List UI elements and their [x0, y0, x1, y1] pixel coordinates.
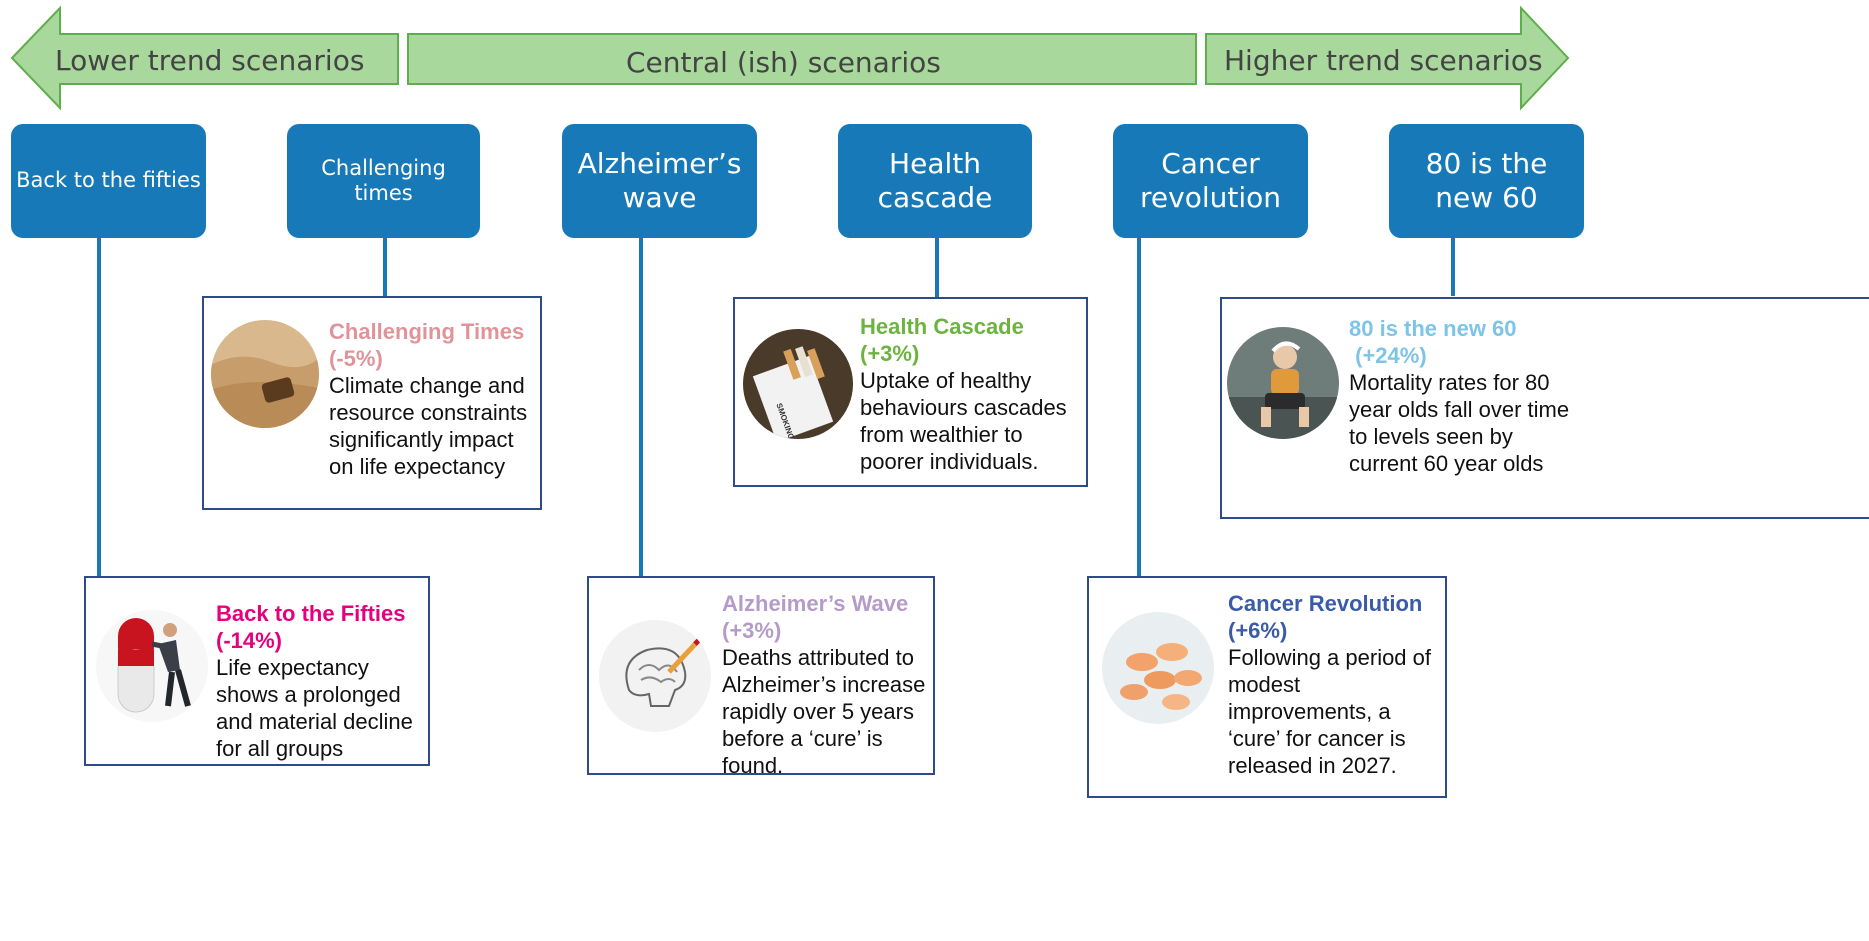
card-health-cascade: SMOKING KILLS Health Cascade (+3%) Uptak… [733, 297, 1088, 487]
connector-cancer [1137, 236, 1141, 576]
card-alzheimers-desc: Deaths attributed to Alzheimer’s increas… [722, 645, 926, 778]
card-eighty-title: 80 is the new 60 [1349, 316, 1517, 341]
card-health-title: Health Cascade [860, 314, 1024, 339]
card-cancer-desc: Following a period of modest improvement… [1228, 645, 1432, 778]
connector-alzheimers [639, 236, 643, 576]
card-alzheimers-pct: (+3%) [722, 618, 782, 643]
central-scenarios-band [407, 33, 1197, 85]
node-health-cascade: Health cascade [838, 124, 1032, 238]
card-health-text: Health Cascade (+3%) Uptake of healthy b… [860, 313, 1075, 475]
cigarette-pack-image: SMOKING KILLS [743, 329, 853, 439]
card-alzheimers-title: Alzheimer’s Wave [722, 591, 909, 616]
node-eighty-is-new-sixty: 80 is the new 60 [1389, 124, 1584, 238]
connector-health [935, 236, 939, 298]
card-challenging-desc: Climate change and resource constraints … [329, 373, 528, 479]
desert-pipe-image [211, 320, 319, 428]
higher-trend-label: Higher trend scenarios [1224, 44, 1543, 77]
connector-challenging [383, 236, 387, 296]
node-cancer-revolution: Cancer revolution [1113, 124, 1308, 238]
card-eighty-pct: (+24%) [1349, 343, 1427, 368]
card-health-pct: (+3%) [860, 341, 920, 366]
card-eighty-text: 80 is the new 60 (+24%) Mortality rates … [1349, 315, 1579, 477]
card-challenging-times: Challenging Times (-5%) Climate change a… [202, 296, 542, 510]
card-challenging-pct: (-5%) [329, 346, 383, 371]
card-alzheimers-text: Alzheimer’s Wave (+3%) Deaths attributed… [722, 590, 927, 779]
card-back-to-the-fifties: Back to the Fifties (-14%) Life expectan… [84, 576, 430, 766]
lower-trend-arrow [10, 5, 399, 111]
card-cancer-pct: (+6%) [1228, 618, 1288, 643]
lower-trend-label: Lower trend scenarios [55, 44, 365, 77]
elderly-runner-image [1227, 327, 1339, 439]
brain-sketch-image [599, 620, 711, 732]
scenario-arrows [10, 5, 1570, 111]
card-challenging-text: Challenging Times (-5%) Climate change a… [329, 318, 529, 480]
node-challenging-times: Challenging times [287, 124, 480, 238]
card-alzheimers-wave: Alzheimer’s Wave (+3%) Deaths attributed… [587, 576, 935, 778]
connector-eighty [1451, 236, 1455, 296]
node-back-to-the-fifties: Back to the fifties [11, 124, 206, 238]
card-challenging-title: Challenging Times [329, 319, 525, 344]
card-health-desc: Uptake of healthy behaviours cascades fr… [860, 368, 1067, 474]
card-eighty-is-new-sixty: 80 is the new 60 (+24%) Mortality rates … [1220, 297, 1869, 519]
card-cancer-title: Cancer Revolution [1228, 591, 1423, 616]
card-cancer-revolution: Cancer Revolution (+6%) Following a peri… [1087, 576, 1447, 798]
card-eighty-desc: Mortality rates for 80 year olds fall ov… [1349, 370, 1570, 476]
node-alzheimers-wave: Alzheimer’s wave [562, 124, 757, 238]
card-fifties-pct: (-14%) [216, 628, 283, 653]
card-cancer-text: Cancer Revolution (+6%) Following a peri… [1228, 590, 1443, 779]
card-fifties-text: Back to the Fifties (-14%) Life expectan… [216, 600, 426, 762]
pills-image [1102, 612, 1214, 724]
man-pushing-pill-image [96, 610, 208, 722]
card-fifties-title: Back to the Fifties [216, 601, 406, 626]
central-scenarios-label: Central (ish) scenarios [626, 46, 941, 79]
connector-fifties [97, 236, 101, 576]
higher-trend-arrow [1205, 5, 1570, 111]
card-fifties-desc: Life expectancy shows a prolonged and ma… [216, 655, 413, 761]
